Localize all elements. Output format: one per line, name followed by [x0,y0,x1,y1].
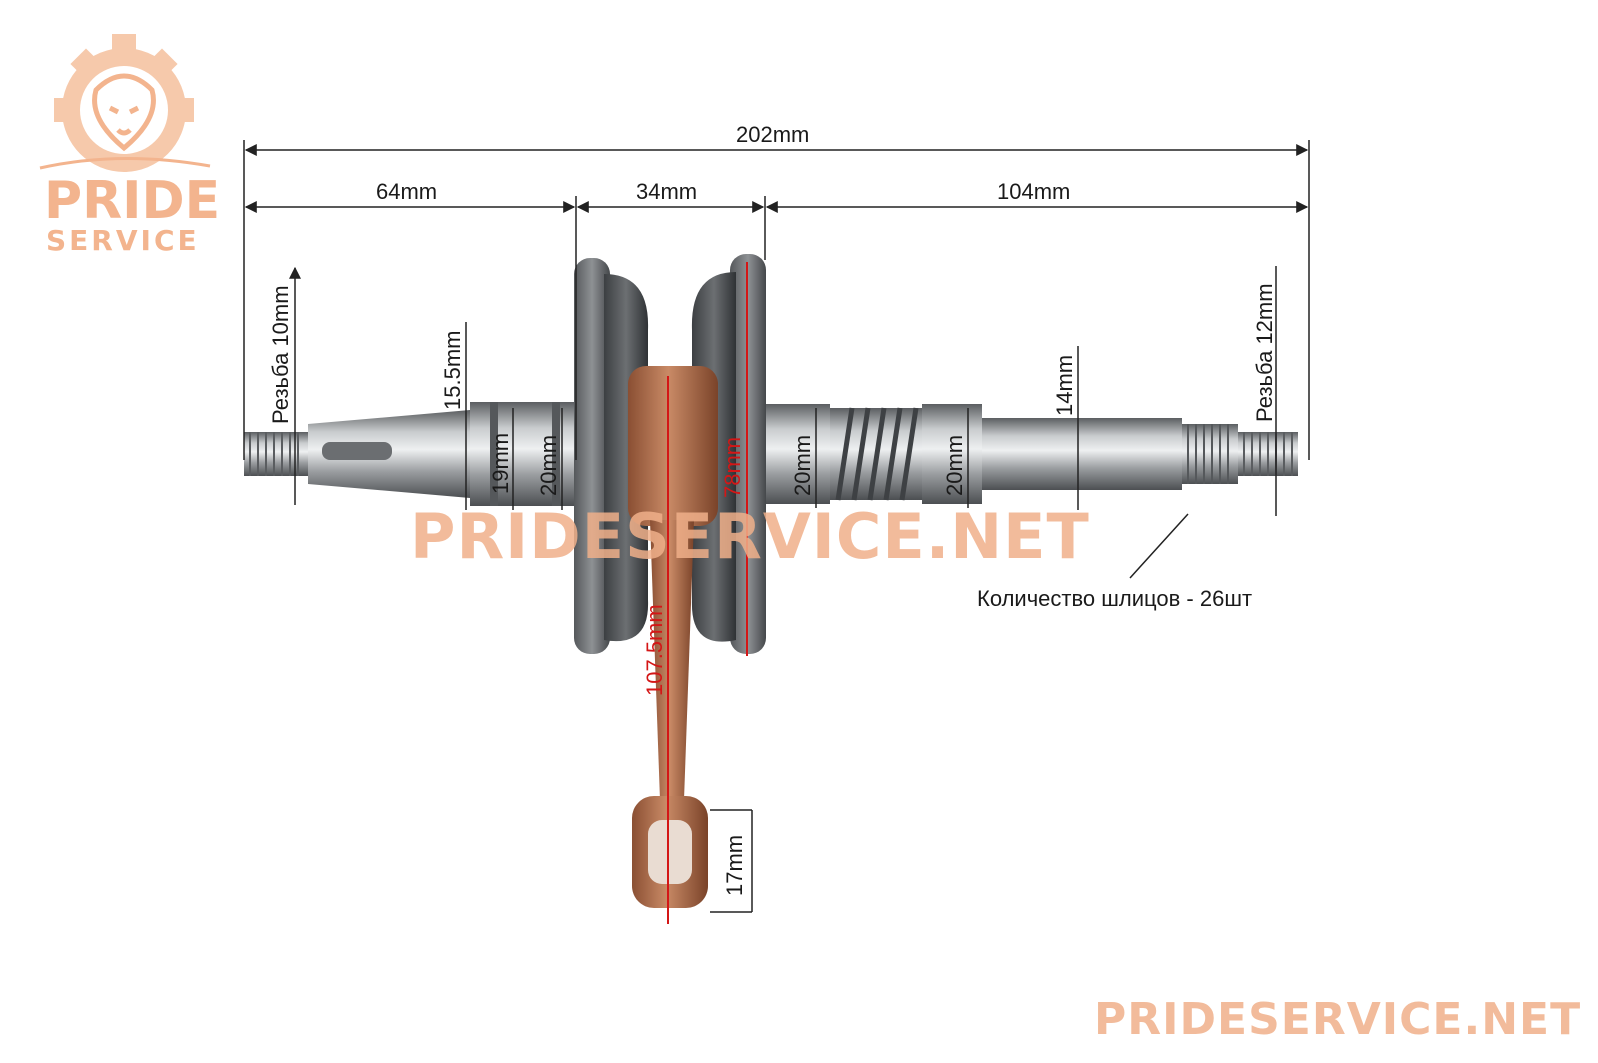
dim-right-shaft: 104mm [997,179,1071,204]
dim-cone-dia: 15.5mm [440,330,465,410]
dim-right-thread: Резьба 12mm [1252,283,1277,422]
dim-bearing-left-inner: 19mm [488,432,513,494]
dim-total-length: 202mm [736,122,810,147]
dim-bearing-right-1: 20mm [790,434,815,496]
spline-section [1182,424,1238,484]
crankshaft [244,254,1298,908]
logo-line2: SERVICE [46,224,200,257]
dim-bearing-left: 20mm [536,434,561,496]
pride-service-logo [39,34,211,172]
dim-left-thread: Резьба 10mm [268,285,293,424]
dim-flywheel-width: 34mm [636,179,698,204]
dim-bearing-right-2: 20mm [942,434,967,496]
right-shaft [982,418,1182,490]
dim-left-shaft: 64mm [376,179,438,204]
dim-right-shaft-dia: 14mm [1052,354,1077,416]
dim-small-end: 17mm [722,834,747,896]
right-bearing-seat-2 [922,404,982,504]
keyway [322,442,392,460]
dim-rod-length: 107.5mm [642,604,667,696]
logo-line1: PRIDE [44,171,220,231]
lion-icon [92,73,156,152]
bottom-right-watermark: PRIDESERVICE.NET [1094,994,1582,1045]
dim-flywheel-dia: 78mm [720,436,745,498]
rod-big-end [628,366,718,526]
left-web [604,274,649,642]
right-bearing-seat-1 [766,404,830,504]
spline-count-label: Количество шлицов - 26шт [977,586,1253,611]
left-flywheel-disc [574,258,610,654]
rod-beam [650,520,694,800]
logo-swoosh [39,157,211,170]
center-watermark: PRIDESERVICE.NET [410,500,1090,573]
red-dimension-lines [667,262,748,924]
dimension-lines [243,140,1310,913]
